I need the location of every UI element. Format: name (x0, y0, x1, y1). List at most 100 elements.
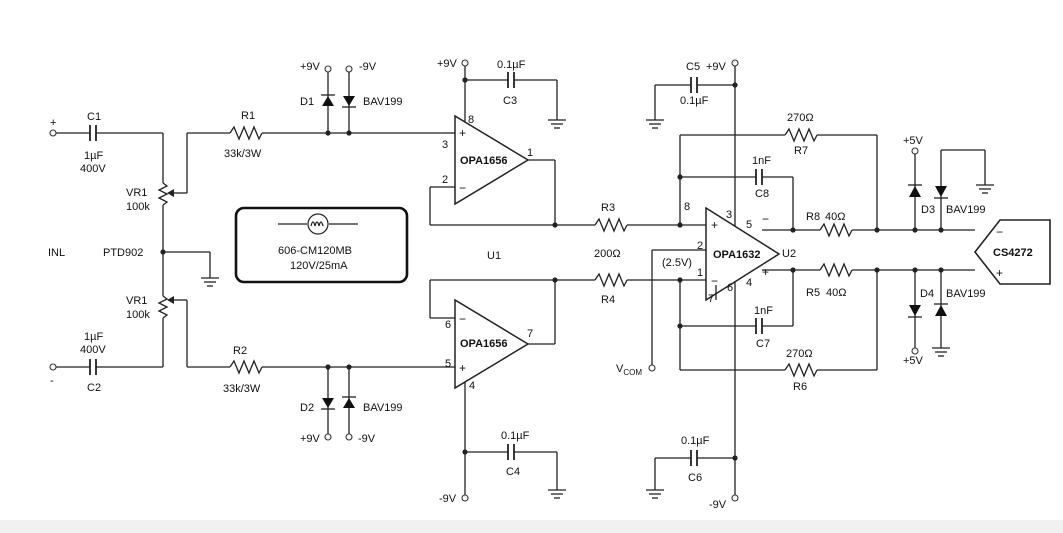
opamp-bottom-minus-sign: − (459, 312, 466, 326)
lamp-rating-label: 120V/25mA (290, 260, 348, 272)
c5-name: C5 (686, 61, 700, 73)
d2-pos9-label: +9V (300, 433, 321, 445)
d4-supply-pos5-terminal (911, 347, 919, 355)
r5-value: 40Ω (826, 287, 846, 299)
bav199-top-diode (343, 96, 355, 106)
c2-name: C2 (87, 382, 101, 394)
r6-name: R6 (793, 381, 807, 393)
d3-pos5-label: +5V (903, 135, 924, 147)
vr1-bottom-resistor (157, 295, 169, 319)
r5-resistor (819, 262, 853, 278)
opamp-top-pin1: 1 (527, 147, 533, 159)
opa1632-pin2: 2 (697, 240, 703, 252)
c3-name: C3 (503, 95, 517, 107)
opa1632-pos9-label: +9V (706, 61, 727, 73)
r8-name: R8 (806, 211, 820, 223)
vr1-bottom-wiper (167, 296, 174, 304)
opamp-top-pos9-label: +9V (437, 58, 458, 70)
vr1-bottom-value: 100k (126, 309, 150, 321)
vr1-top-name: VR1 (126, 187, 147, 199)
input-plus-label: + (50, 117, 56, 129)
input-plus-terminal (49, 129, 57, 137)
r1-resistor (229, 125, 263, 141)
schematic-diagram: + - INL C1 1µF 400V 1µF 400V C2 VR1 100k… (48, 58, 1051, 511)
r7-value: 270Ω (787, 112, 814, 124)
opamp-top-pin3: 3 (442, 139, 448, 151)
r8-resistor (819, 222, 853, 238)
opa1632-neg9-terminal (731, 494, 739, 502)
opamp-bottom-opa1656 (454, 298, 530, 390)
c2-rating: 400V (80, 344, 106, 356)
opamp-bottom-neg9-label: -9V (439, 493, 457, 505)
bav199-d4-diode (935, 305, 947, 316)
opa1632-pin1: 1 (697, 267, 703, 279)
opamp-top-minus-sign: − (459, 181, 466, 195)
opa1632-out-minus-sign: − (762, 212, 769, 226)
r2-name: R2 (233, 345, 247, 357)
c4-name: C4 (506, 466, 520, 478)
d2-supply-pos9-terminal (324, 433, 332, 441)
d1-diode (322, 96, 334, 106)
c1-rating: 400V (80, 163, 106, 175)
bottom-strip (0, 520, 1063, 533)
ptd902-label: PTD902 (103, 247, 143, 259)
opamp-top-opa1656 (454, 114, 530, 206)
bav199-bottom-diode (343, 398, 355, 408)
opa1632-pos9-terminal (731, 59, 739, 67)
d1-supply-neg9-terminal (345, 65, 353, 73)
r3-resistor (594, 217, 628, 233)
vr1-bottom-name: VR1 (126, 295, 147, 307)
r8-value: 40Ω (825, 211, 845, 223)
opa1632-minus-sign: − (711, 274, 718, 288)
c1-value: 1µF (84, 150, 103, 162)
vr1-top-resistor (157, 182, 169, 206)
bav199-d4-label: BAV199 (946, 288, 986, 300)
c8-name: C8 (755, 188, 769, 200)
bav199-bottom-label: BAV199 (363, 402, 403, 414)
opa1632-neg9-label: -9V (709, 499, 727, 511)
opamp-bottom-plus-sign: + (459, 361, 466, 375)
c5-value: 0.1µF (680, 95, 709, 107)
opamp-bottom-neg9-terminal (461, 494, 469, 502)
cs4272-adc (973, 219, 1051, 285)
opa1632-pin4: 4 (746, 277, 752, 289)
vr1-top-value: 100k (126, 201, 150, 213)
opamp-bottom-name: OPA1656 (460, 338, 508, 350)
r5-name: R5 (806, 287, 820, 299)
cs4272-plus-sign: + (996, 266, 1003, 280)
c7-name: C7 (756, 338, 770, 350)
vcom-terminal (648, 364, 656, 372)
d4-pos5-label: +5V (903, 355, 924, 367)
vcom-label: VCOM (616, 363, 642, 377)
opamp-top-pin8: 8 (468, 114, 474, 126)
d2-supply-neg9-terminal (345, 433, 353, 441)
opa1632-pin7: 7 (708, 293, 714, 305)
d3-diode (909, 186, 921, 197)
opa1632-name: OPA1632 (713, 249, 761, 261)
c4-value: 0.1µF (501, 430, 530, 442)
c8-value: 1nF (752, 155, 771, 167)
c3-value: 0.1µF (497, 59, 526, 71)
input-minus-terminal (49, 363, 57, 371)
cs4272-minus-sign: − (996, 225, 1003, 239)
opamp-bottom-pin5: 5 (445, 358, 451, 370)
opa1632-out-plus-sign: + (762, 265, 769, 279)
r6-resistor (784, 362, 818, 378)
d1-neg9-label: -9V (359, 61, 377, 73)
opamp-bottom-pin6: 6 (445, 319, 451, 331)
d1-label: D1 (300, 96, 314, 108)
d2-neg9-label: -9V (358, 433, 376, 445)
u2-label: U2 (782, 248, 796, 260)
r2-value: 33k/3W (223, 383, 261, 395)
input-minus-label: - (50, 375, 54, 387)
vref-label: (2.5V) (662, 257, 692, 269)
inl-label: INL (48, 247, 65, 259)
opa1632-pin6: 6 (727, 282, 733, 294)
c1-name: C1 (87, 111, 101, 123)
opamp-bottom-pin7: 7 (527, 328, 533, 340)
opamp-top-name: OPA1656 (460, 155, 508, 167)
d2-label: D2 (300, 402, 314, 414)
r7-name: R7 (794, 145, 808, 157)
opamp-top-pos9-terminal (461, 59, 469, 67)
